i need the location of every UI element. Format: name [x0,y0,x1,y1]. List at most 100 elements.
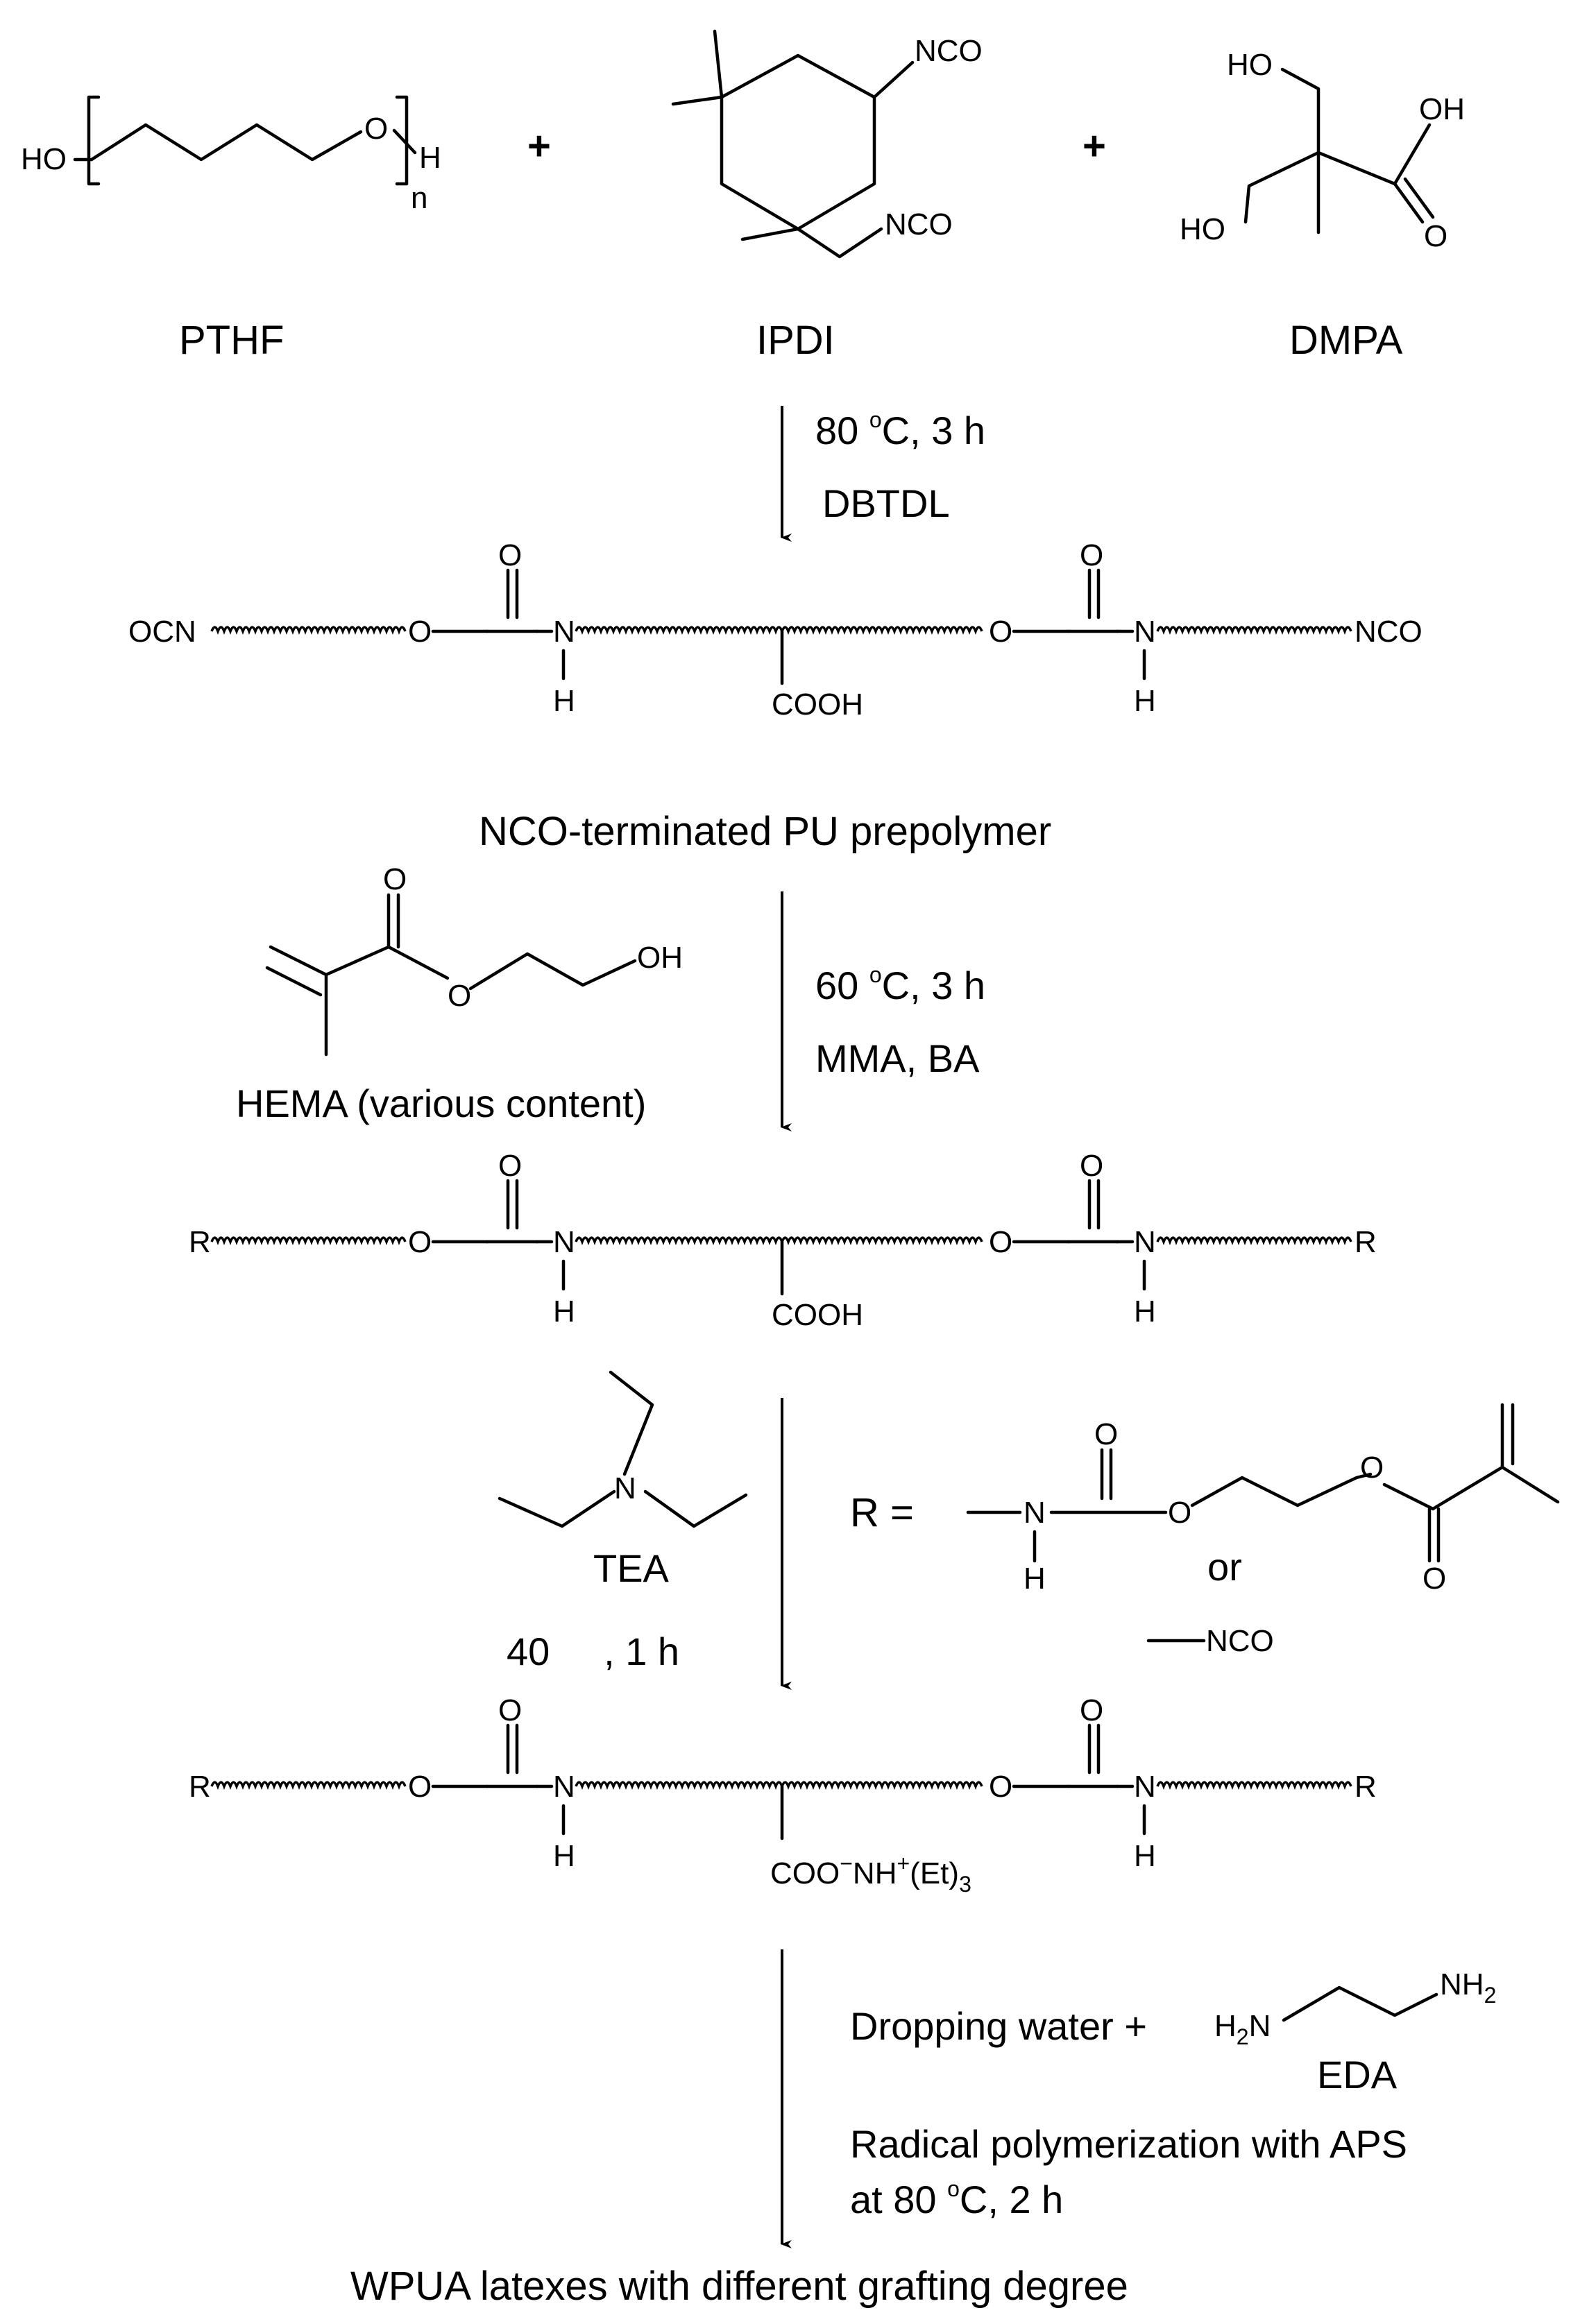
r-or-label: or [1207,1545,1242,1589]
ipdi-structure: NCO NCO [671,29,983,259]
ipdi-bond-nco-top [872,60,915,99]
dmpa-oh: OH [1419,92,1465,126]
urethane-h-atom: H [553,684,575,718]
carboxyl-group: COOH [772,687,863,721]
step2-condition: 60 oC, 3 h [815,962,985,1007]
dmpa-label: DMPA [1289,318,1403,363]
urethane-n-atom: N [1134,1770,1156,1804]
dmpa-bond-oh [1393,123,1432,186]
hema-structure: O O OH [265,862,683,1057]
wavy-chain [1156,1781,1352,1790]
ipdi-nco-top: NCO [915,34,983,68]
r-carbonyl [1100,1448,1113,1501]
wavy-chain [1156,1236,1352,1245]
pthf-subscript-n: n [411,181,427,215]
r-h-atom: H [1024,1562,1046,1596]
hema-carbonyl [387,893,400,949]
dmpa-structure: HO HO OH O [1180,48,1465,253]
hema-ester-bond [387,945,450,980]
r-ethylene [1190,1472,1373,1507]
urethane-o-atom: O [989,1770,1012,1804]
intermediate-structure: R O O N H COOH O O N H R [189,1149,1377,1332]
r-group-definition: R = N H O O O O or NCO [850,1403,1560,1658]
prepolymer-caption: NCO-terminated PU prepolymer [479,809,1051,854]
step1-catalyst: DBTDL [822,481,950,525]
wavy-chain [1156,626,1352,635]
ipdi-methyl-2 [671,95,724,106]
hema-label: HEMA (various content) [236,1082,646,1125]
tea-ethyl-top [609,1370,654,1476]
dmpa-bond-carboxyl [1316,151,1397,186]
tea-structure: N [498,1370,748,1528]
urethane-h-atom: H [1134,1295,1156,1328]
wavy-chain [210,1236,407,1245]
pthf-h-atom: H [419,141,441,175]
dmpa-ho-bottom: HO [1180,212,1225,246]
r-ester-carbonyl-o: O [1423,1562,1446,1596]
urethane-n-atom: N [553,1225,575,1259]
pthf-left-bracket [87,95,101,186]
urethane-h-atom: H [553,1839,575,1873]
r-ester-o-1: O [1168,1496,1191,1530]
plus-sign-1: + [527,123,551,169]
carbonyl-o-atom: O [498,538,522,572]
dmpa-bond-bottom [1243,151,1321,224]
wavy-chain [210,1781,407,1790]
step4-polymerization: Radical polymerization with APS [850,2122,1407,2166]
hema-carbonyl-o: O [383,862,407,896]
carbonyl-o-atom: O [1080,1149,1103,1183]
prepolymer-structure: OCN O O N H COOH O O N H NCO [128,538,1423,721]
carbonyl-double-bond [1087,1179,1101,1230]
hema-double-bond [265,966,323,997]
carbonyl-o-atom: O [498,1693,522,1727]
ipdi-ch2-bond [796,227,883,259]
salt-structure: R O O N H COO−NH+(Et)3 O O N H R [189,1693,1377,1897]
urethane-o-atom: O [408,1770,432,1804]
dmpa-bond-top [1280,67,1321,155]
dmpa-double-bond [1393,177,1435,224]
carbonyl-double-bond [506,1723,519,1775]
wavy-chain [575,626,983,635]
r-nco: NCO [1206,1624,1274,1658]
product-caption: WPUA latexes with different grafting deg… [350,2264,1128,2309]
ipdi-nco-bottom: NCO [885,207,953,241]
urethane-o-atom: O [408,1225,432,1259]
urethane-o-atom: O [408,615,432,649]
step3-condition: 40 , 1 h [507,1630,679,1673]
urethane-h-atom: H [553,1295,575,1328]
wavy-chain [575,1781,983,1790]
r-ester-carbonyl [1427,1507,1441,1563]
urethane-o-atom: O [989,1225,1012,1259]
pthf-right-bracket [395,95,409,186]
step1-condition: 80 oC, 3 h [815,407,985,452]
carbonyl-o-atom: O [498,1149,522,1183]
step2-monomers: MMA, BA [815,1036,980,1080]
plus-sign-2: + [1082,123,1106,169]
urethane-n-atom: N [553,615,575,649]
tea-ethyl-right [643,1489,748,1528]
eda-label: EDA [1317,2053,1398,2096]
r-methacryl-group [1431,1403,1560,1511]
ipdi-methyl-1 [713,29,724,99]
r-left-end: R [189,1770,211,1804]
prepolymer-left-end: OCN [128,615,196,649]
pthf-ho-atom: HO [21,142,67,176]
prepolymer-right-end: NCO [1355,615,1423,649]
carbonyl-double-bond [506,1179,519,1230]
urethane-h-atom: H [1134,684,1156,718]
ipdi-label: IPDI [756,318,835,363]
eda-structure: H2N NH2 [1214,1967,1496,2049]
step4-water: Dropping water + [850,2004,1147,2048]
ipdi-ring [720,53,876,231]
r-left-end: R [189,1225,211,1259]
carbonyl-double-bond [506,568,519,620]
carbonyl-double-bond [1087,1723,1101,1775]
dmpa-ho-top: HO [1227,48,1273,82]
urethane-n-atom: N [1134,615,1156,649]
eda-h2n: H2N [1214,2009,1271,2049]
hema-chain [468,952,637,991]
r-ester-bond [1382,1483,1435,1511]
dmpa-o: O [1424,219,1447,253]
carbonyl-o-atom: O [1080,538,1103,572]
